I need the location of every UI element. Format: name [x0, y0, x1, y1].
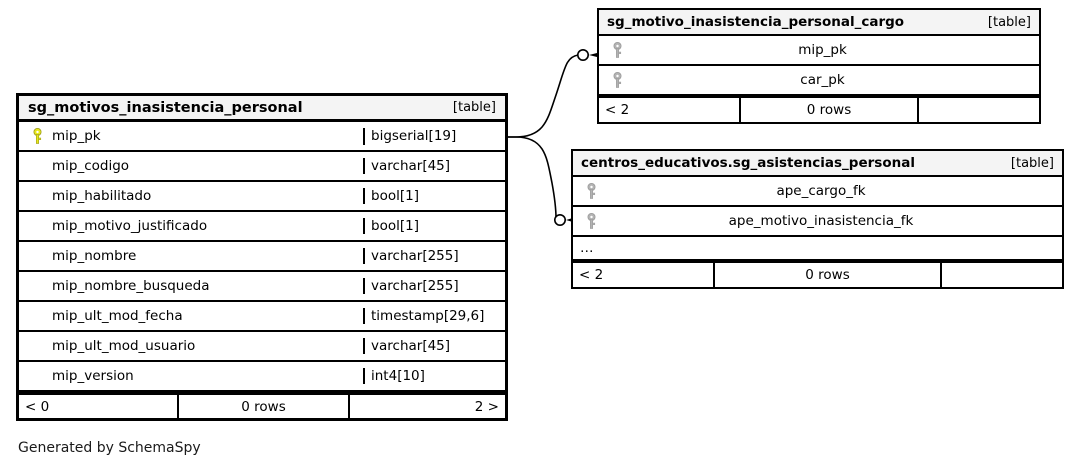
table-row[interactable]: mip_habilitado bool[1] [19, 182, 505, 212]
table-header: centros_educativos.sg_asistencias_person… [573, 151, 1062, 177]
parent-relation-count[interactable]: < 0 [19, 395, 179, 418]
table-row[interactable]: car_pk [599, 66, 1039, 96]
column-type: timestamp[29,6] [371, 308, 485, 324]
column-name-cell: car_pk [599, 71, 1039, 89]
table-row[interactable]: mip_codigo varchar[45] [19, 152, 505, 182]
table-footer: < 2 0 rows [573, 261, 1062, 287]
column-name: mip_habilitado [52, 188, 152, 204]
column-name: mip_ult_mod_usuario [52, 338, 196, 354]
column-name: mip_codigo [52, 158, 130, 174]
column-type: bool[1] [371, 218, 419, 234]
table-row[interactable]: mip_motivo_justificado bool[1] [19, 212, 505, 242]
column-name: mip_pk [52, 128, 101, 144]
foreign-key-icon [606, 71, 628, 89]
column-name: mip_pk [798, 42, 847, 58]
table-type-tag: [table] [987, 14, 1031, 30]
column-name: mip_nombre [52, 248, 137, 264]
table-type-tag: [table] [452, 100, 496, 115]
column-type: bool[1] [371, 188, 419, 204]
column-type: varchar[45] [371, 338, 451, 354]
column-name-cell: ape_motivo_inasistencia_fk [573, 212, 1062, 230]
table-title: sg_motivo_inasistencia_personal_cargo [607, 14, 905, 30]
column-name-cell: mip_nombre [19, 248, 365, 264]
table-row[interactable]: mip_ult_mod_usuario varchar[45] [19, 332, 505, 362]
row-count: 0 rows [179, 395, 350, 418]
column-name: car_pk [800, 72, 845, 88]
column-name: mip_version [52, 368, 134, 384]
column-name-cell: mip_ult_mod_fecha [19, 308, 365, 324]
child-relation-count[interactable] [942, 263, 1062, 287]
table-row[interactable]: ape_motivo_inasistencia_fk [573, 207, 1062, 237]
column-type: bigserial[19] [371, 128, 457, 144]
column-type: int4[10] [371, 368, 425, 384]
table-type-tag: [table] [1010, 155, 1054, 171]
parent-relation-count[interactable]: < 2 [573, 263, 715, 287]
table-row[interactable]: mip_nombre_busqueda varchar[255] [19, 272, 505, 302]
parent-relation-count[interactable]: < 2 [599, 98, 741, 122]
table-centros-educativos-sg-asistencias-personal[interactable]: centros_educativos.sg_asistencias_person… [571, 149, 1064, 289]
column-name-cell: mip_nombre_busqueda [19, 278, 365, 294]
primary-key-icon [26, 127, 48, 145]
column-type: varchar[45] [371, 158, 451, 174]
column-name: mip_nombre_busqueda [52, 278, 210, 294]
table-title: centros_educativos.sg_asistencias_person… [581, 155, 915, 171]
column-name-cell: mip_pk [19, 127, 365, 145]
column-type: varchar[255] [371, 278, 459, 294]
table-sg-motivos-inasistencia-personal[interactable]: sg_motivos_inasistencia_personal [table]… [16, 93, 508, 421]
edge-to-cargo-table [508, 48, 605, 138]
table-footer: < 0 0 rows 2 > [19, 392, 505, 418]
table-row[interactable]: mip_pk [599, 36, 1039, 66]
child-relation-count[interactable] [919, 98, 1039, 122]
table-header: sg_motivo_inasistencia_personal_cargo [t… [599, 10, 1039, 36]
table-row[interactable]: mip_nombre varchar[255] [19, 242, 505, 272]
column-name-cell: ape_cargo_fk [573, 182, 1062, 200]
column-name: ape_motivo_inasistencia_fk [728, 213, 914, 229]
column-name: mip_motivo_justificado [52, 218, 208, 234]
column-name-cell: mip_ult_mod_usuario [19, 338, 365, 354]
crowsfoot-circle [553, 214, 566, 227]
table-sg-motivo-inasistencia-personal-cargo[interactable]: sg_motivo_inasistencia_personal_cargo [t… [597, 8, 1041, 124]
foreign-key-icon [580, 212, 602, 230]
table-header: sg_motivos_inasistencia_personal [table] [19, 96, 505, 122]
column-name-cell: mip_motivo_justificado [19, 218, 365, 234]
foreign-key-icon [606, 41, 628, 59]
table-footer: < 2 0 rows [599, 96, 1039, 122]
column-name: mip_ult_mod_fecha [52, 308, 183, 324]
more-columns-indicator[interactable]: … [573, 237, 1062, 261]
table-title: sg_motivos_inasistencia_personal [28, 99, 303, 116]
row-count: 0 rows [715, 263, 942, 287]
crowsfoot-circle [576, 48, 589, 61]
column-type: varchar[255] [371, 248, 459, 264]
column-name-cell: mip_pk [599, 41, 1039, 59]
column-name: ape_cargo_fk [776, 183, 866, 199]
generated-by-caption: Generated by SchemaSpy [18, 440, 201, 456]
table-row[interactable]: mip_version int4[10] [19, 362, 505, 392]
column-name-cell: mip_habilitado [19, 188, 365, 204]
table-row[interactable]: mip_ult_mod_fecha timestamp[29,6] [19, 302, 505, 332]
row-count: 0 rows [741, 98, 919, 122]
table-row[interactable]: mip_pk bigserial[19] [19, 122, 505, 152]
table-row[interactable]: ape_cargo_fk [573, 177, 1062, 207]
foreign-key-icon [580, 182, 602, 200]
child-relation-count[interactable]: 2 > [474, 398, 499, 415]
column-name-cell: mip_version [19, 368, 365, 384]
column-name-cell: mip_codigo [19, 158, 365, 174]
